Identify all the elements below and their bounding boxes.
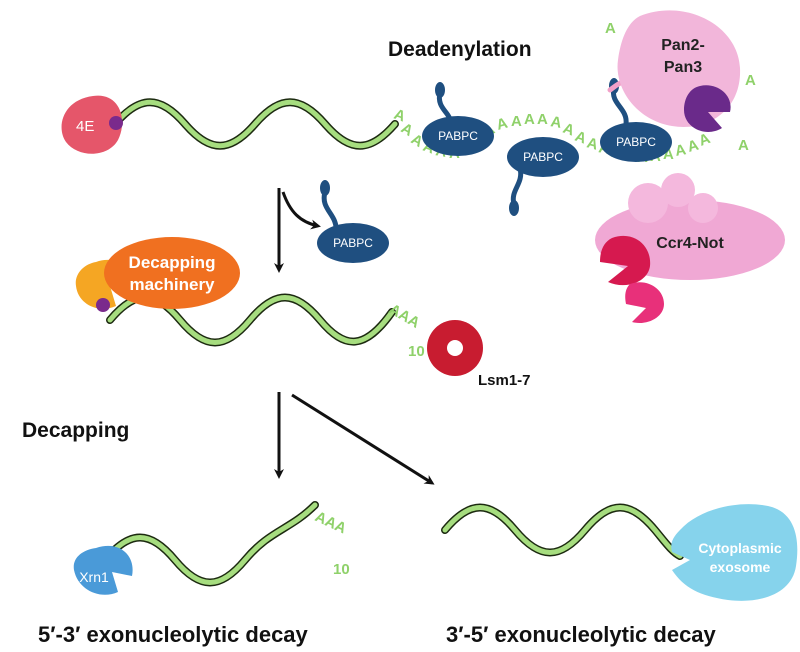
pabpc-protein-2: PABPC	[507, 137, 579, 216]
tail-subscript: 10	[333, 561, 350, 578]
poly-a-letter: A	[537, 111, 548, 128]
lsm-label: Lsm1-7	[478, 372, 531, 389]
short-tail-label: AAA	[312, 508, 349, 537]
pabpc-label: PABPC	[438, 129, 478, 143]
exosome-line1: Cytoplasmic	[698, 540, 781, 556]
decay-5to3-label: 5′-3′ exonucleolytic decay	[38, 622, 309, 647]
poly-a-letter: A	[524, 111, 535, 128]
poly-a-letter: A	[495, 115, 510, 134]
pabpc-protein-released: PABPC	[317, 180, 389, 263]
arrow-pabpc-release	[281, 191, 321, 230]
xrn1-label: Xrn1	[79, 569, 109, 585]
poly-a-letter: A	[605, 20, 616, 37]
pabpc-label: PABPC	[616, 135, 656, 149]
mrna-strand-top	[111, 98, 399, 150]
short-poly-a-middle: AAA 10	[386, 301, 425, 360]
pabpc-protein-1: PABPC	[422, 82, 494, 156]
decay-3to5-label: 3′-5′ exonucleolytic decay	[446, 622, 717, 647]
poly-a-letter: A	[686, 137, 701, 156]
short-tail-label: AAA	[386, 301, 423, 332]
pan3-label: Pan3	[664, 59, 702, 76]
short-poly-a-bottom-left: AAA 10	[312, 508, 349, 578]
ccr4-not-complex: Ccr4-Not	[595, 173, 785, 324]
cap-binding-protein-4e: 4E	[61, 95, 123, 154]
decapping-machinery-line2: machinery	[129, 275, 215, 294]
decapping-machinery: Decapping machinery	[75, 237, 240, 312]
tail-subscript: 10	[408, 343, 425, 360]
lsm1-7-complex: Lsm1-7	[427, 320, 531, 389]
mrna-strand-bottom-right	[441, 503, 684, 560]
cytoplasmic-exosome: Cytoplasmic exosome	[671, 504, 798, 601]
poly-a-letter: A	[738, 137, 749, 154]
ccr4-not-label: Ccr4-Not	[656, 235, 724, 252]
poly-a-letter: A	[697, 130, 713, 150]
cap-4e-label: 4E	[76, 118, 94, 135]
poly-a-letter: A	[745, 72, 756, 89]
pan2-label: Pan2-	[661, 37, 705, 54]
poly-a-letter: A	[585, 134, 600, 153]
poly-a-letter: A	[511, 113, 522, 130]
deadenylation-label: Deadenylation	[388, 38, 532, 61]
mrna-strand-bottom-left	[101, 501, 319, 587]
poly-a-letter: A	[674, 141, 688, 160]
pan2-pan3-complex: Pan2- Pan3	[607, 10, 741, 132]
exosome-line2: exosome	[710, 559, 771, 575]
xrn1-nuclease: Xrn1	[73, 545, 133, 595]
arrow-to-3to5	[291, 393, 435, 485]
poly-a-letter: A	[549, 113, 563, 132]
poly-a-letter: A	[663, 146, 674, 163]
decapping-machinery-line1: Decapping	[129, 253, 216, 272]
pabpc-label: PABPC	[523, 150, 563, 164]
decapping-label: Decapping	[22, 419, 129, 442]
pabpc-label: PABPC	[333, 236, 373, 250]
